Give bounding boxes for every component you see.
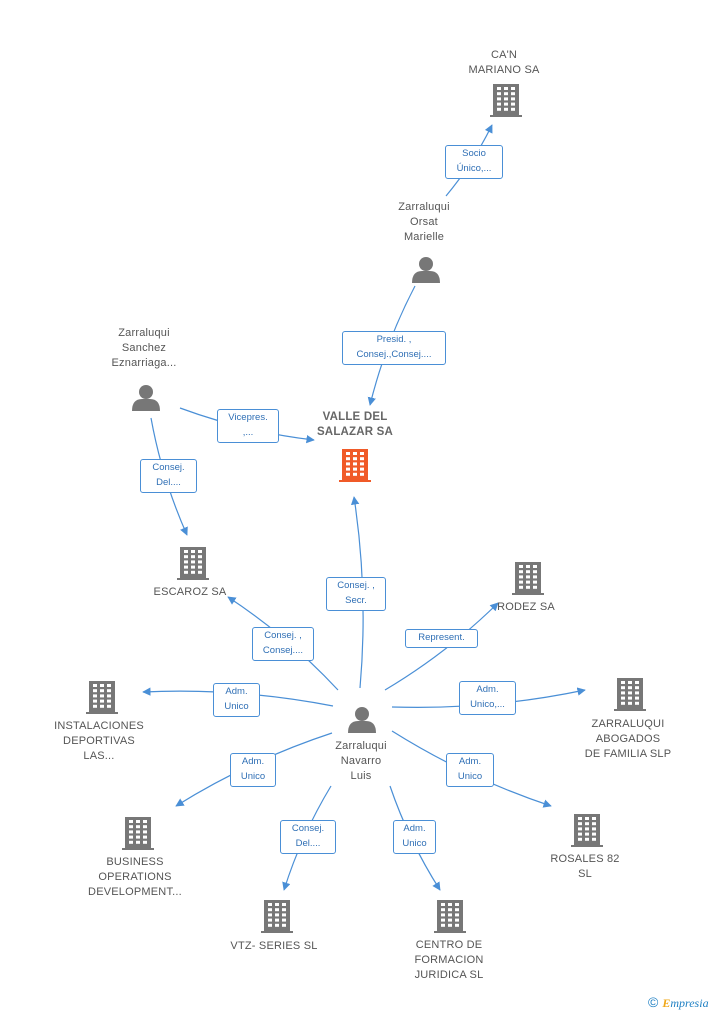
edge-label-navarro-escaroz[interactable]: Consej. , Consej.... xyxy=(252,627,314,661)
business-building-icon[interactable] xyxy=(122,817,154,850)
rosales-building-icon[interactable] xyxy=(571,814,603,847)
edge-label-sanchez-escaroz[interactable]: Consej. Del.... xyxy=(140,459,197,493)
copyright-symbol: © xyxy=(648,994,659,1010)
node-label-rodez[interactable]: RODEZ SA xyxy=(497,601,555,613)
centro-building-icon[interactable] xyxy=(434,900,466,933)
node-label-orsat[interactable]: Zarraluqui Orsat Marielle xyxy=(398,201,450,243)
instalaciones-building-icon[interactable] xyxy=(86,681,118,714)
navarro-person-icon[interactable] xyxy=(348,707,376,733)
vtz-building-icon[interactable] xyxy=(261,900,293,933)
node-label-vtz[interactable]: VTZ- SERIES SL xyxy=(230,940,318,952)
edge-label-sanchez-valle[interactable]: Vicepres. ,... xyxy=(217,409,279,443)
edge-label-navarro-vtz[interactable]: Consej. Del.... xyxy=(280,820,336,854)
edge-label-navarro-instalaciones[interactable]: Adm. Unico xyxy=(213,683,260,717)
sanchez-person-icon[interactable] xyxy=(132,385,160,411)
orsat-person-icon[interactable] xyxy=(412,257,440,283)
node-label-valle[interactable]: VALLE DEL SALAZAR SA xyxy=(316,411,394,438)
edge-label-orsat-valle[interactable]: Presid. , Consej.,Consej.... xyxy=(342,331,446,365)
empresia-logo[interactable]: ©Empresia xyxy=(648,994,709,1011)
edge-label-navarro-rodez[interactable]: Represent. xyxy=(405,629,478,648)
node-label-instalaciones[interactable]: INSTALACIONES DEPORTIVAS LAS... xyxy=(54,720,144,762)
abogados-building-icon[interactable] xyxy=(614,678,646,711)
node-label-escaroz[interactable]: ESCAROZ SA xyxy=(153,586,227,598)
node-label-navarro[interactable]: Zarraluqui Navarro Luis xyxy=(335,740,387,782)
edge-label-navarro-centro[interactable]: Adm. Unico xyxy=(393,820,436,854)
rodez-building-icon[interactable] xyxy=(512,562,544,595)
node-label-rosales[interactable]: ROSALES 82 SL xyxy=(550,853,620,880)
escaroz-building-icon[interactable] xyxy=(177,547,209,580)
edge-label-navarro-valle[interactable]: Consej. , Secr. xyxy=(326,577,386,611)
node-label-canmariano[interactable]: CA'N MARIANO SA xyxy=(468,49,540,76)
brand-initial: E xyxy=(662,996,671,1010)
node-label-sanchez[interactable]: Zarraluqui Sanchez Eznarriaga... xyxy=(111,327,177,369)
node-label-business[interactable]: BUSINESS OPERATIONS DEVELOPMENT... xyxy=(88,856,182,898)
brand-name: mpresia xyxy=(670,996,709,1010)
edge-label-navarro-abogados[interactable]: Adm. Unico,... xyxy=(459,681,516,715)
node-label-abogados[interactable]: ZARRALUQUI ABOGADOS DE FAMILIA SLP xyxy=(584,718,672,760)
edge-label-orsat-canmariano[interactable]: Socio Único,... xyxy=(445,145,503,179)
node-label-centro[interactable]: CENTRO DE FORMACION JURIDICA SL xyxy=(414,939,484,981)
valle-building-icon[interactable] xyxy=(339,449,371,482)
edge-navarro-rodez xyxy=(384,602,499,691)
edge-label-navarro-business[interactable]: Adm. Unico xyxy=(230,753,276,787)
canmariano-building-icon[interactable] xyxy=(490,84,522,117)
edge-label-navarro-rosales[interactable]: Adm. Unico xyxy=(446,753,494,787)
